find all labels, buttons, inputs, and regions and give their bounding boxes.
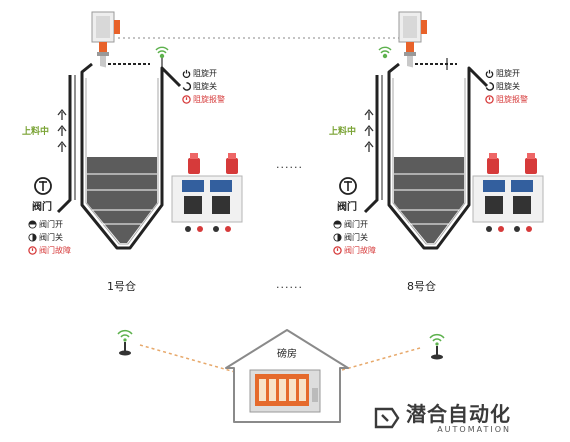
brand-logo: 潜合自动化 AUTOMATION [372,396,568,440]
feed-arrows-8 [364,108,374,152]
label-text: 阀门故障 [344,246,376,255]
rotary-open-label: 阻旋开 [485,68,520,79]
rotate-icon [485,82,494,91]
rotate-icon [182,82,191,91]
valve-fault-label: 阀门故障 [28,245,71,256]
radar-sensor-icon [398,11,427,72]
alarm-light-icon [188,158,200,174]
logo-text-en: AUTOMATION [437,424,511,434]
control-cabinet-8 [472,153,544,232]
valve-close-label: 阀门关 [333,232,368,243]
feed-pipe-8 [363,75,379,214]
label-text: 阻旋关 [193,82,217,91]
logo-text-cn: 潜合自动化 [406,401,511,426]
label-text: 阀门故障 [39,246,71,255]
antenna-left-icon [117,329,133,356]
label-text: 阀门关 [39,233,63,242]
label-text: 阀门开 [39,220,63,229]
wifi-icon [378,46,392,59]
silo-name: 1号仓 [107,280,136,293]
valve-close-label: 阀门关 [28,232,63,243]
weighbridge-house [225,329,349,423]
silo-group-1: 阻旋开 阻旋关 阻旋报警 上料中 阀门 阀门开 阀门关 阀门故障 1号仓 [0,0,285,300]
wifi-icon [155,46,169,59]
silo-8-material [394,157,464,243]
silo-1-material [87,157,157,243]
keypad [513,196,531,214]
display-panel [511,180,533,192]
feeding-label: 上料中 [329,127,357,137]
label-text: 阻旋关 [496,82,520,91]
feed-arrows-1 [57,108,67,152]
logo-mark-icon [374,407,400,429]
rotary-alarm-label: 阻旋报警 [485,94,528,105]
rotary-open-label: 阻旋开 [182,68,217,79]
alarm-light-icon [525,158,537,174]
alarm-icon [182,95,191,104]
display-panel [483,180,505,192]
valve-close-icon [28,233,37,242]
silo-1-graphic [34,11,243,250]
rotary-close-label: 阻旋关 [182,81,217,92]
power-icon [485,69,494,78]
alarm-icon [485,95,494,104]
rotary-close-label: 阻旋关 [485,81,520,92]
signal-line-left [139,344,236,373]
rotary-alarm-label: 阻旋报警 [182,94,225,105]
keypad [184,196,202,214]
fault-icon [333,246,342,255]
feed-pipe-1 [56,75,72,214]
keypad [485,196,503,214]
valve-icon [339,177,357,195]
valve-open-icon [28,220,37,229]
antenna-right-icon [429,333,445,360]
fault-icon [28,246,37,255]
house-label: 磅房 [277,349,297,360]
alarm-light-icon [226,158,238,174]
label-text: 阻旋开 [193,69,217,78]
display-panel [182,180,204,192]
display-panel [210,180,232,192]
valve-close-icon [333,233,342,242]
label-text: 阻旋开 [496,69,520,78]
feeding-label: 上料中 [22,127,50,137]
valve-fault-label: 阀门故障 [333,245,376,256]
power-icon [182,69,191,78]
valve-open-label: 阀门开 [28,219,63,230]
valve-icon [34,177,52,195]
silo-name: 8号仓 [407,280,436,293]
keypad [212,196,230,214]
separator-dots: ...... [276,278,303,291]
alarm-light-icon [487,158,499,174]
silo-group-8: 阻旋开 阻旋关 阻旋报警 上料中 阀门 阀门开 阀门关 阀门故障 8号仓 [307,0,570,300]
valve-open-icon [333,220,342,229]
control-cabinet-1 [171,153,243,232]
radar-sensor-icon [91,11,120,72]
valve-open-label: 阀门开 [333,219,368,230]
separator-dots: ...... [276,158,303,171]
silo-8-graphic [339,11,544,250]
signal-line-right [334,347,421,373]
label-text: 阀门关 [344,233,368,242]
label-text: 阻旋报警 [496,95,528,104]
valve-label: 阀门 [32,202,52,213]
label-text: 阀门开 [344,220,368,229]
valve-label: 阀门 [337,202,357,213]
label-text: 阻旋报警 [193,95,225,104]
